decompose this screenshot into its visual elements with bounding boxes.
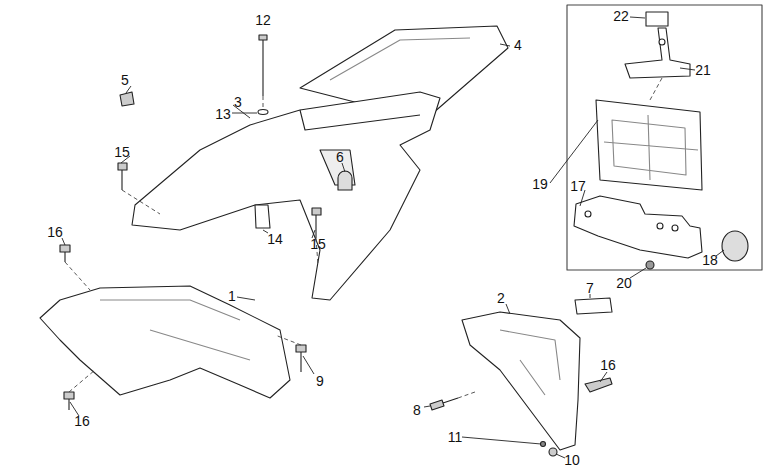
callout-number: 21: [695, 62, 711, 78]
callout-number: 5: [121, 72, 129, 88]
callout-number: 9: [316, 373, 324, 389]
callout-number: 16: [74, 413, 90, 429]
callout-number: 7: [586, 280, 594, 296]
callout-number: 17: [570, 178, 586, 194]
callout-number: 19: [532, 176, 548, 192]
callout-number: 3: [234, 94, 242, 110]
callout-number: 16: [47, 224, 63, 240]
callout-number: 18: [702, 252, 718, 268]
callout-number: 11: [448, 429, 463, 445]
callout-number: 14: [267, 231, 283, 247]
callout-number: 20: [616, 275, 632, 291]
callout-number: 22: [613, 8, 629, 24]
callout-number: 10: [564, 452, 580, 468]
callout-number: 8: [413, 402, 421, 418]
callout-number: 2: [497, 290, 505, 306]
callout-number: 12: [255, 12, 271, 28]
callout-number: 16: [600, 357, 616, 373]
callout-number: 13: [215, 106, 231, 122]
callout-number: 6: [336, 149, 344, 165]
callout-number: 4: [514, 37, 522, 53]
callout-number: 15: [114, 144, 130, 160]
callout-number: 15: [310, 236, 326, 252]
callout-number: 1: [228, 288, 236, 304]
